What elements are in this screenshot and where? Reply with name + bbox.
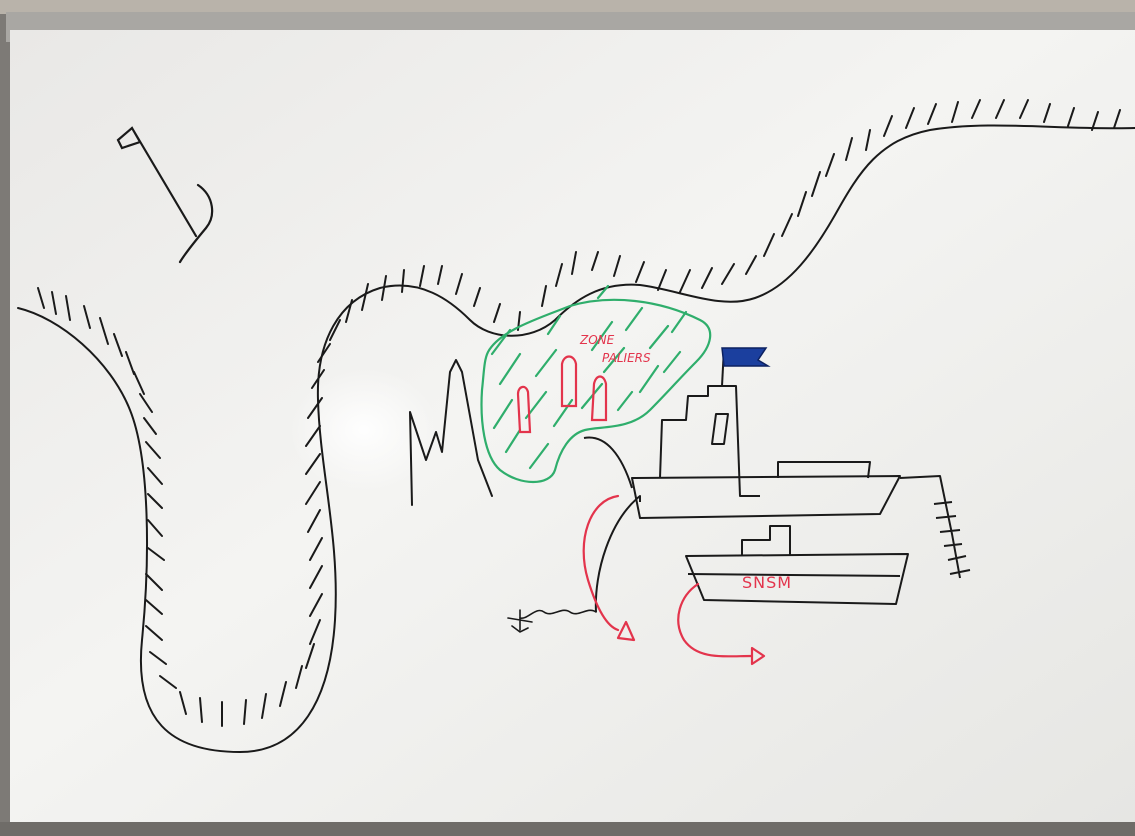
snsm-label: SNSM xyxy=(742,573,792,592)
board-bottom-rail xyxy=(0,822,1135,836)
zone-label-line2: PALIERS xyxy=(602,351,651,365)
wall-top xyxy=(0,0,1135,14)
board-surface xyxy=(10,30,1135,825)
zone-label-line1: ZONE xyxy=(579,333,615,347)
